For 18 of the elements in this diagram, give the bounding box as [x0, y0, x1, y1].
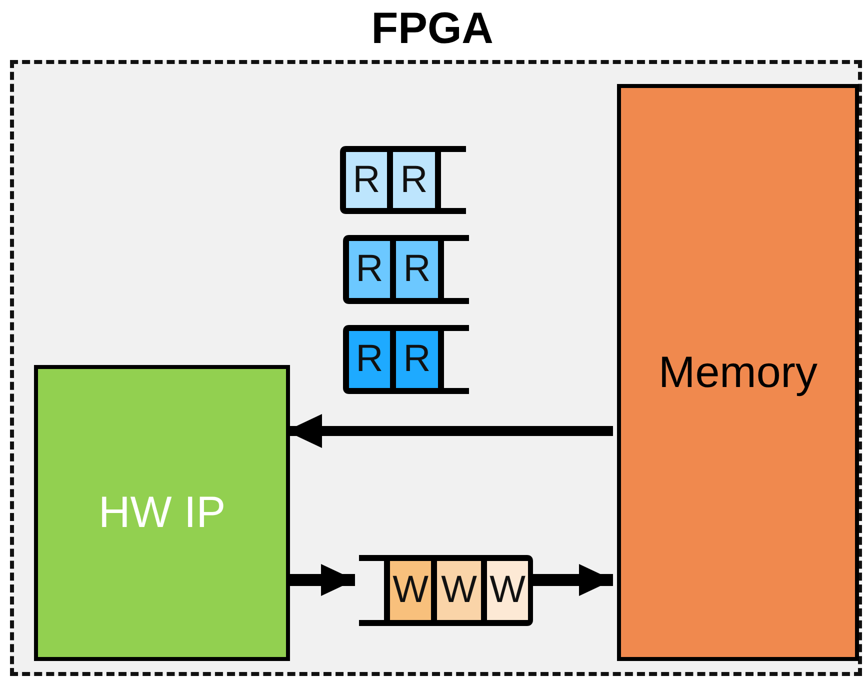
queue-entry: W	[387, 558, 434, 623]
queue-entry: W	[484, 558, 531, 623]
queue-entry: R	[393, 238, 441, 301]
read-queue	[343, 325, 469, 394]
queue-entry: R	[390, 149, 438, 211]
frame-title: FPGA	[371, 3, 494, 55]
read-queue	[343, 235, 469, 304]
block-label: Memory	[658, 348, 818, 398]
queue-entry: R	[343, 149, 390, 211]
queue-entry: R	[346, 328, 393, 391]
read-queue	[340, 146, 466, 214]
block-label: HW IP	[98, 488, 226, 538]
queue-entry: R	[393, 328, 441, 391]
write-queue	[359, 555, 533, 626]
block	[617, 84, 859, 661]
queue-entry: R	[346, 238, 393, 301]
queue-entry: W	[434, 558, 484, 623]
block	[34, 365, 290, 661]
